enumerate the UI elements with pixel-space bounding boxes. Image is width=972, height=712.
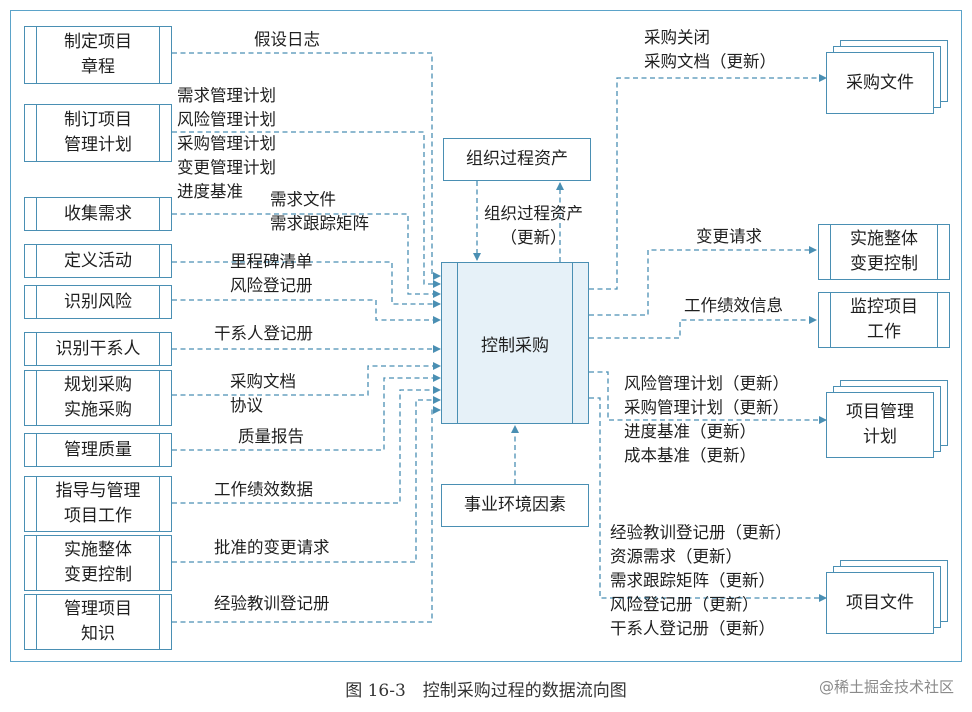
flow-label-risk-register: 风险登记册 bbox=[230, 276, 313, 295]
arrow-assumption-log bbox=[172, 52, 441, 280]
process-control-procurement: 控制采购 bbox=[441, 262, 589, 424]
figure-caption: 图 16-3 控制采购过程的数据流向图 bbox=[345, 681, 627, 701]
flow-label-lessons: 经验教训登记册 bbox=[214, 594, 330, 613]
input-direct-manage-work: 指导与管理 项目工作 bbox=[24, 476, 172, 532]
arrow-work-data bbox=[172, 386, 441, 504]
output-project-management-plan: 项目管理 计划 bbox=[826, 380, 950, 462]
node-label: 实施整体 变更控制 bbox=[64, 540, 132, 585]
doc-label: 采购文件 bbox=[846, 72, 914, 93]
flow-label-work-data: 工作绩效数据 bbox=[214, 480, 313, 499]
flow-label-approved-changes: 批准的变更请求 bbox=[214, 538, 330, 557]
node-label: 定义活动 bbox=[64, 250, 132, 271]
flow-label-doc-updates: 经验教训登记册（更新） 资源需求（更新） 需求跟踪矩阵（更新） 风险登记册（更新… bbox=[610, 523, 792, 638]
arrow-change-approved bbox=[172, 396, 441, 563]
output-project-documents: 项目文件 bbox=[826, 560, 950, 638]
input-pm-plan: 制订项目 管理计划 bbox=[24, 104, 172, 162]
input-define-activities: 定义活动 bbox=[24, 244, 172, 278]
flow-label-plan-updates: 风险管理计划（更新） 采购管理计划（更新） 进度基准（更新） 成本基准（更新） bbox=[624, 374, 789, 465]
input-project-charter: 制定项目 章程 bbox=[24, 26, 172, 84]
input-manage-quality: 管理质量 bbox=[24, 433, 172, 467]
doc-label: 项目文件 bbox=[846, 592, 914, 613]
doc-label: 项目管理 计划 bbox=[846, 402, 914, 447]
watermark: @稀土掘金技术社区 bbox=[818, 678, 954, 696]
flow-label-milestones: 里程碑清单 bbox=[230, 252, 313, 271]
node-label: 组织过程资产 bbox=[466, 149, 568, 169]
flow-label-assumption-log: 假设日志 bbox=[254, 30, 320, 49]
arrow-risk-register bbox=[172, 299, 441, 324]
flow-label-change-request: 变更请求 bbox=[696, 227, 762, 246]
input-collect-requirements: 收集需求 bbox=[24, 197, 172, 231]
flow-label-stakeholder: 干系人登记册 bbox=[214, 324, 313, 343]
arrow-pm-plan bbox=[172, 131, 441, 288]
flow-label-quality: 质量报告 bbox=[238, 427, 304, 446]
node-label: 识别干系人 bbox=[55, 338, 141, 359]
output-monitor-project-work: 监控项目 工作 bbox=[818, 292, 950, 348]
node-label: 事业环境因素 bbox=[464, 495, 566, 515]
arrow-out-procurement bbox=[589, 74, 827, 290]
doc-sheet-front: 采购文件 bbox=[826, 52, 934, 114]
input-manage-knowledge: 管理项目 知识 bbox=[24, 594, 172, 650]
arrow-lessons bbox=[172, 406, 441, 623]
arrow-out-performance bbox=[589, 316, 817, 339]
doc-sheet-front: 项目文件 bbox=[826, 572, 934, 634]
input-identify-risks: 识别风险 bbox=[24, 285, 172, 319]
arrow-out-change bbox=[589, 246, 817, 316]
node-label: 管理项目 知识 bbox=[64, 599, 132, 644]
flow-label-procurement-docs: 采购文档 协议 bbox=[230, 372, 296, 415]
node-label: 制定项目 章程 bbox=[64, 32, 132, 77]
node-label: 识别风险 bbox=[64, 291, 132, 312]
arrow-requirements bbox=[172, 213, 441, 298]
process-label: 控制采购 bbox=[481, 335, 549, 356]
node-label: 管理质量 bbox=[64, 439, 132, 460]
flow-label-requirements: 需求文件 需求跟踪矩阵 bbox=[270, 190, 369, 233]
enterprise-env-factors: 事业环境因素 bbox=[441, 484, 589, 527]
flow-label-procurement-close: 采购关闭 采购文档（更新） bbox=[644, 28, 776, 71]
doc-sheet-front: 项目管理 计划 bbox=[826, 392, 934, 458]
arrow-milestones bbox=[172, 261, 441, 308]
flow-label-work-info: 工作绩效信息 bbox=[684, 296, 783, 315]
input-identify-stakeholders: 识别干系人 bbox=[24, 332, 172, 366]
flow-label-pm-plan: 需求管理计划 风险管理计划 采购管理计划 变更管理计划 进度基准 bbox=[177, 86, 276, 201]
node-label: 规划采购 实施采购 bbox=[64, 375, 132, 420]
arrow-procurement-docs bbox=[172, 362, 441, 396]
input-plan-conduct-procurement: 规划采购 实施采购 bbox=[24, 370, 172, 426]
arrow-quality bbox=[172, 374, 441, 451]
arrow-out-plan bbox=[589, 371, 827, 424]
node-label: 收集需求 bbox=[64, 203, 132, 224]
output-integrated-change-control: 实施整体 变更控制 bbox=[818, 224, 950, 280]
input-integrated-change-control: 实施整体 变更控制 bbox=[24, 535, 172, 591]
flow-label-org-assets-update: 组织过程资产 （更新） bbox=[484, 204, 583, 247]
org-process-assets: 组织过程资产 bbox=[443, 138, 591, 181]
arrow-out-docs bbox=[589, 397, 827, 602]
node-label: 指导与管理 项目工作 bbox=[55, 481, 141, 526]
output-procurement-documents: 采购文件 bbox=[826, 40, 950, 118]
node-label: 制订项目 管理计划 bbox=[64, 110, 132, 155]
node-label: 监控项目 工作 bbox=[850, 297, 918, 342]
node-label: 实施整体 变更控制 bbox=[850, 229, 918, 274]
